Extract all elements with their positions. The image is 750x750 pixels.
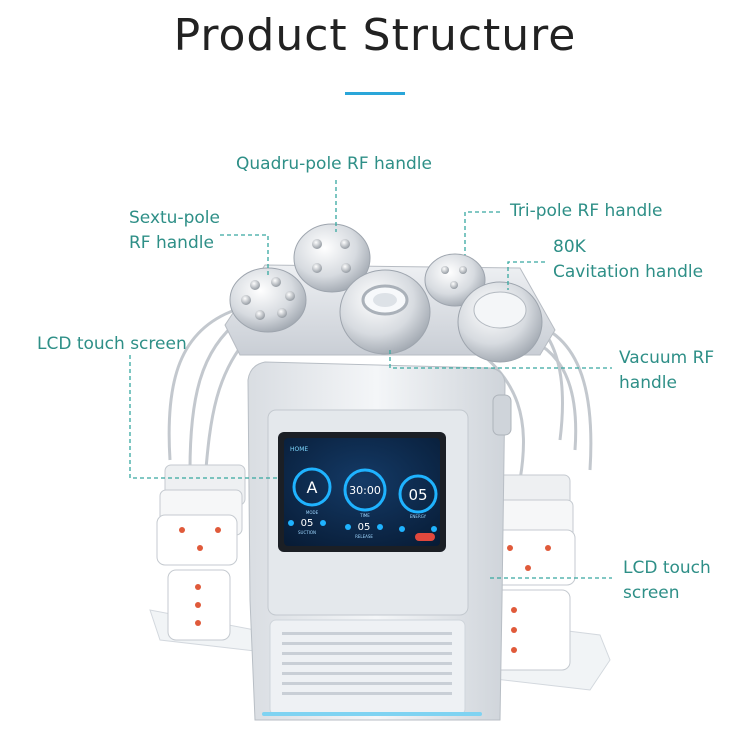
label-quadru-pole-rf-handle: Quadru-pole RF handle [236,154,432,174]
label-lcd-touch-screen-right-line2: screen [623,583,680,603]
screen-mode-value: A [307,478,318,497]
screen-time-value: 30:00 [349,484,381,497]
label-sextu-pole-line2: RF handle [129,233,214,253]
leader-lines [129,180,612,579]
screen-mode-label: MODE [306,510,319,515]
label-sextu-pole-line1: Sextu-pole [129,208,220,228]
label-cavitation-line2: Cavitation handle [553,262,704,282]
label-vacuum-line2: handle [619,373,677,393]
screen-release-value: 05 [358,522,371,533]
label-cavitation-line1: 80K [553,237,586,257]
screen-energy-label: ENERGY [410,514,427,519]
screen-energy-value: 05 [408,486,427,504]
page-title: Product Structure [173,10,577,61]
label-lcd-touch-screen-right-line1: LCD touch [623,558,711,578]
cavitation-handle [457,281,543,363]
screen-release-label: RELEASE [355,534,373,539]
screen-time-label: TIME [359,513,370,518]
screen-home: HOME [290,446,308,453]
title-underline [345,92,405,95]
label-vacuum-line1: Vacuum RF [619,348,715,368]
tri-pole-handle [424,253,486,307]
screen-suction-value: 05 [301,518,314,529]
label-tri-pole-rf-handle: Tri-pole RF handle [510,201,663,221]
label-lcd-touch-screen-left: LCD touch screen [37,334,187,354]
sextu-pole-handle [229,267,307,333]
vacuum-rf-handle [339,269,431,355]
vent-grille [282,632,452,695]
lcd-screen: HOME A MODE 30:00 TIME 05 ENERGY 05 SUCT… [278,432,446,552]
left-lipo-pads [156,464,246,641]
screen-suction-label: SUCTION [298,530,316,535]
quadru-pole-handle [293,223,371,293]
